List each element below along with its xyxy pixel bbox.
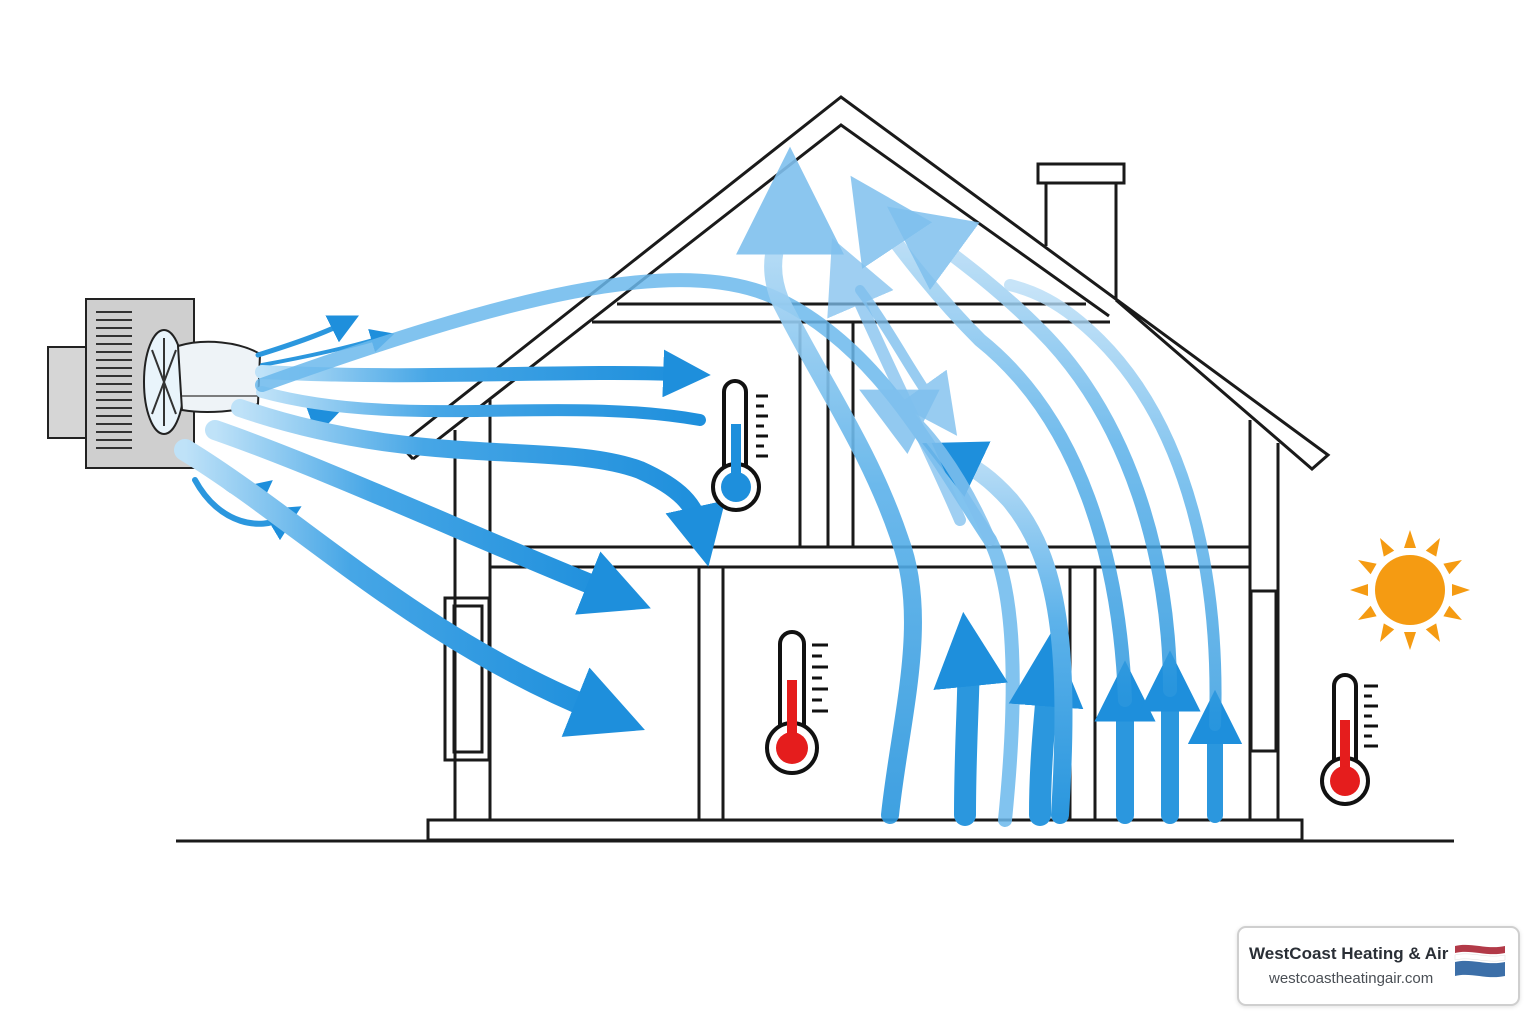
mini-split-heat-pump-unit-icon: [47, 298, 262, 469]
airflow-band: [231, 399, 726, 567]
left-window: [443, 596, 491, 762]
brand-name: WestCoast Heating & Air: [1249, 944, 1449, 963]
brand-card: WestCoast Heating & Air westcoastheating…: [1237, 926, 1520, 1006]
airflow-band: [922, 441, 1073, 824]
airflow-band: [256, 386, 706, 426]
roof-inner: [412, 123, 1110, 461]
sun-icon: [1350, 530, 1470, 650]
airflow-band: [1008, 631, 1084, 826]
lower-room-left: [488, 565, 701, 822]
airflow-band: [933, 611, 1008, 826]
airflow-arrow: [255, 315, 359, 358]
brand-url: westcoastheatingair.com: [1269, 970, 1434, 987]
hot-thermometer-icon: [1320, 673, 1378, 806]
hot-thermometer-icon: [765, 630, 828, 775]
right-window: [1249, 589, 1278, 753]
roof-outer: [399, 95, 1331, 471]
airflow-band: [855, 285, 958, 436]
cold-thermometer-icon: [711, 379, 768, 512]
airflow-band: [255, 349, 711, 398]
airflow-band: [1004, 279, 1222, 731]
airflow-band: [887, 206, 1177, 697]
rising-airflow-arrows: [735, 146, 1243, 826]
airflow-band: [735, 146, 922, 824]
airflow-band: [827, 238, 966, 526]
airflow-band: [174, 439, 645, 737]
flag-logo-icon: [1454, 944, 1506, 978]
airflow-band: [205, 420, 651, 615]
chimney: [1036, 162, 1126, 300]
house-outline: [176, 95, 1454, 843]
